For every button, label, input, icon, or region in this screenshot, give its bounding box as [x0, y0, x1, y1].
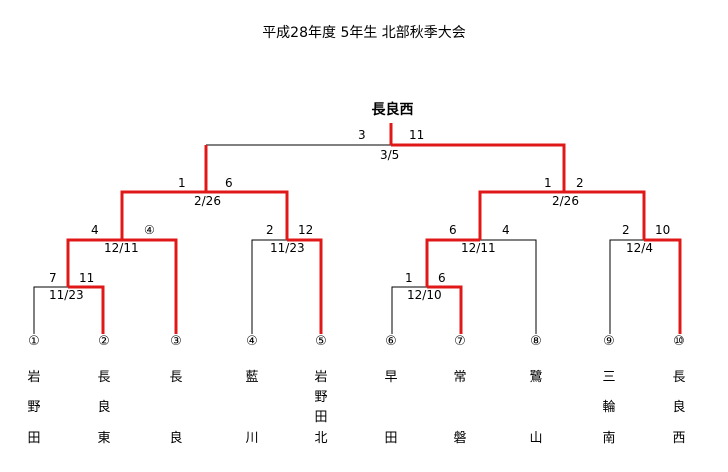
m7-date: 2/26: [194, 194, 221, 208]
team-name-char: 野: [314, 390, 328, 405]
m4-score-right: 6: [438, 271, 446, 285]
bracket-line: [391, 286, 427, 334]
m2-score-left: 4: [91, 223, 99, 237]
winner-path: [206, 190, 289, 240]
team-name-char: 岩: [27, 370, 41, 385]
team-name-char: 西: [672, 431, 686, 446]
m2-date: 12/11: [104, 241, 139, 255]
team-name-char: 三: [602, 370, 616, 385]
winner-path: [122, 238, 178, 334]
team-name-char: 田: [384, 431, 398, 446]
winner-path: [478, 190, 564, 240]
team-number: ⑨: [603, 334, 615, 349]
winner-path: [120, 190, 206, 240]
team-name-char: 山: [529, 431, 543, 446]
m3-score-left: 2: [266, 223, 274, 237]
team-name-char: 良: [97, 400, 111, 415]
m8-date: 2/26: [552, 194, 579, 208]
team-name-char: 長: [169, 370, 183, 385]
team-name-char: 鷺: [529, 370, 543, 385]
bracket-line: [609, 239, 644, 334]
winner-path: [427, 285, 463, 334]
m1-score-left: 7: [49, 271, 57, 285]
team-name-char: 岩: [314, 370, 328, 385]
team-name-char: 磐: [453, 431, 467, 446]
team-name-char: 常: [453, 370, 467, 385]
m8-score-right: 2: [576, 176, 584, 190]
team-name-char: 藍: [245, 370, 259, 385]
team-name-char: 輪: [602, 400, 616, 415]
winner-path: [425, 238, 480, 287]
team-name-char: 早: [384, 370, 398, 385]
team-number: ⑤: [315, 334, 327, 349]
m4-score-left: 1: [405, 271, 413, 285]
team-name-char: 野: [27, 400, 41, 415]
winner-path: [68, 285, 105, 334]
bracket-line: [251, 239, 287, 334]
m5-score-left: 6: [449, 223, 457, 237]
team-name-char: 南: [602, 431, 616, 446]
team-number: ③: [170, 334, 182, 349]
team-number: ⑧: [530, 334, 542, 349]
final-score-left: 3: [358, 128, 366, 142]
team-number: ①: [28, 334, 40, 349]
team-3: ③ 長 良: [161, 333, 191, 446]
team-2: ② 長 良 東: [89, 333, 119, 446]
team-name-char: 田: [27, 431, 41, 446]
m5-date: 12/11: [461, 241, 496, 255]
team-name-char: 長: [672, 370, 686, 385]
team-number: ④: [246, 334, 258, 349]
team-number: ⑩: [673, 334, 685, 349]
m6-score-left: 2: [622, 223, 630, 237]
team-5: ⑤ 岩 野 田 北: [306, 333, 336, 446]
team-number: ②: [98, 334, 110, 349]
m7-score-right: 6: [225, 176, 233, 190]
m8-score-left: 1: [544, 176, 552, 190]
final-date: 3/5: [380, 148, 400, 162]
m3-date: 11/23: [270, 241, 305, 255]
m2-score-right: ④: [144, 223, 155, 237]
team-name-char: 北: [314, 431, 328, 446]
final-score-right: 11: [409, 128, 425, 142]
team-name-char: 田: [314, 410, 328, 425]
m1-score-right: 11: [79, 271, 95, 285]
m1-date: 11/23: [49, 288, 84, 302]
m7-score-left: 1: [178, 176, 186, 190]
champion-label: 長良西: [371, 102, 414, 118]
m3-score-right: 12: [298, 223, 314, 237]
team-7: ⑦ 常 磐: [445, 333, 475, 446]
team-name-char: 東: [97, 431, 111, 446]
winner-path: [564, 190, 646, 240]
team-6: ⑥ 早 田: [376, 333, 406, 446]
team-4: ④ 藍 川: [237, 333, 267, 446]
team-number: ⑦: [454, 334, 466, 349]
m4-date: 12/10: [407, 288, 442, 302]
team-10: ⑩ 長 良 西: [664, 333, 694, 446]
bracket-line: [480, 239, 537, 334]
page-title: 平成28年度 5年生 北部秋季大会: [262, 25, 466, 41]
winner-path: [391, 143, 566, 192]
team-8: ⑧ 鷺 山: [521, 333, 551, 446]
team-1: ① 岩 野 田: [19, 333, 49, 446]
team-name-char: 良: [169, 431, 183, 446]
winner-path: [644, 238, 682, 334]
winner-path: [66, 238, 122, 287]
winner-path: [287, 238, 323, 334]
team-name-char: 良: [672, 400, 686, 415]
team-9: ⑨ 三 輪 南: [594, 333, 624, 446]
team-name-char: 長: [97, 370, 111, 385]
team-number: ⑥: [385, 334, 397, 349]
m6-date: 12/4: [626, 241, 653, 255]
team-name-char: 川: [245, 431, 259, 446]
bracket-line: [33, 286, 68, 334]
m5-score-right: 4: [502, 223, 510, 237]
m6-score-right: 10: [655, 223, 671, 237]
